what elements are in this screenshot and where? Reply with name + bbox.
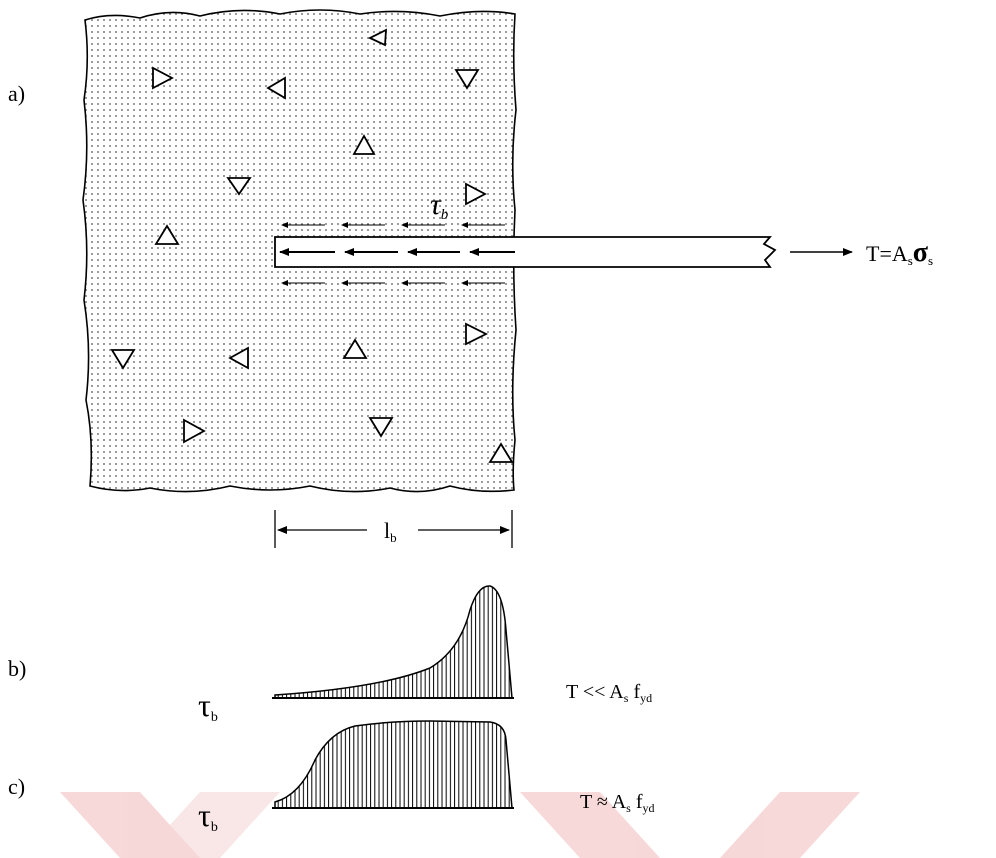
watermark-chevrons (60, 792, 860, 858)
aggregate-triangle (226, 177, 252, 196)
aggregate-triangle (367, 28, 388, 47)
equation-c: T ≈ As fyd (580, 791, 655, 815)
tension-force-label: T=Asσs (866, 237, 933, 268)
tau-b-label-b: τb (198, 687, 218, 725)
aggregate-triangle (368, 417, 394, 438)
aggregate-triangle (465, 182, 487, 206)
bond-length-dimension (274, 510, 513, 548)
aggregate-triangle (228, 346, 249, 370)
aggregate-triangle (352, 134, 376, 155)
aggregate-triangle (154, 224, 180, 245)
steel-bar (274, 236, 777, 268)
equation-b: T << As fyd (566, 681, 652, 705)
bond-length-label: lb (384, 518, 397, 545)
aggregate-triangle (342, 338, 368, 359)
aggregate-triangle (110, 349, 136, 370)
panel-label-c: c) (8, 774, 25, 799)
panel-label-b: b) (8, 656, 26, 681)
aggregate-triangle (454, 69, 480, 90)
tau-b-label-c: τb (198, 797, 218, 835)
aggregate-triangle (488, 442, 514, 463)
panel-label-a: a) (8, 81, 25, 106)
aggregate-triangle (183, 418, 206, 444)
aggregate-triangle (266, 76, 286, 100)
aggregate-triangle (465, 322, 489, 346)
bond-stress-distribution-c (274, 720, 513, 809)
aggregate-particles (110, 28, 514, 463)
bond-stress-distribution-b (274, 585, 513, 699)
aggregate-triangle (152, 66, 174, 90)
tau-b-label-a: τb (430, 188, 449, 223)
